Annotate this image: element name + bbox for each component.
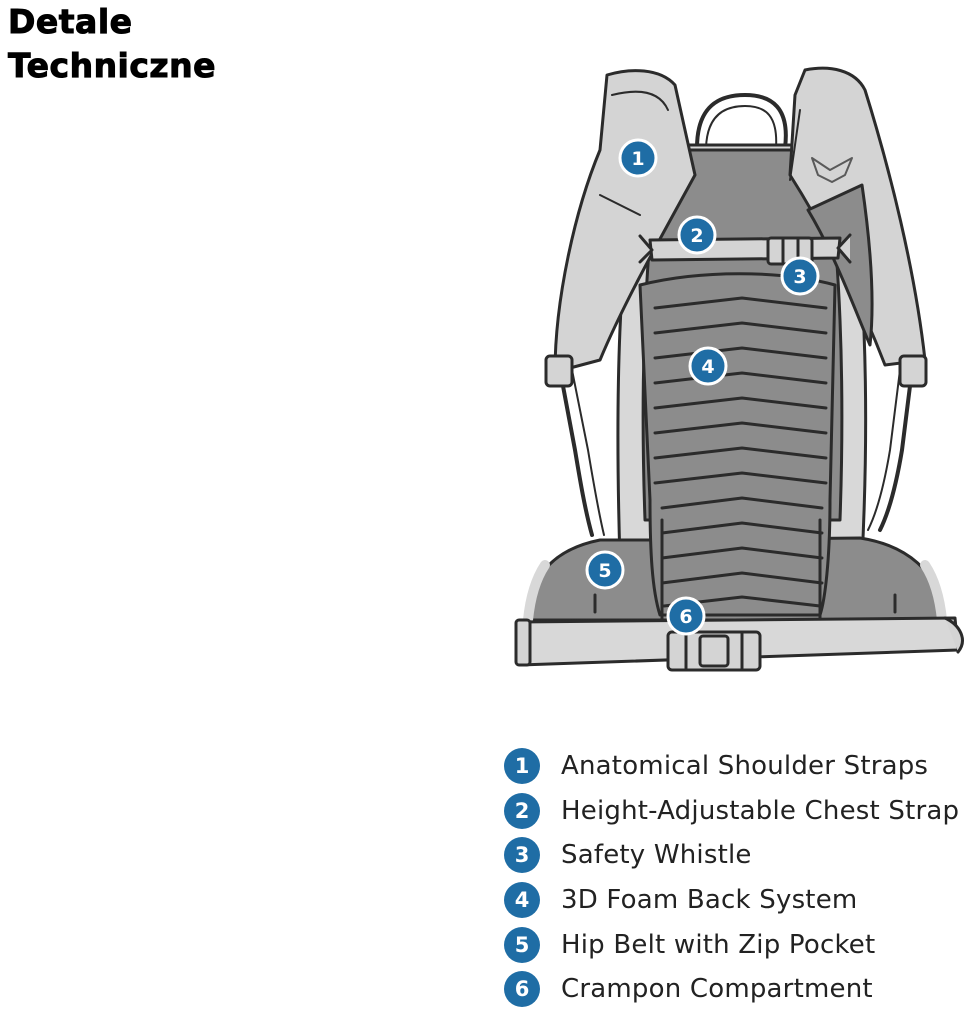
- legend-label: Crampon Compartment: [561, 974, 873, 1005]
- legend-number-badge: 2: [504, 792, 540, 829]
- feature-legend: 1 Anatomical Shoulder Straps 2 Height-Ad…: [504, 744, 976, 1012]
- legend-number-badge: 4: [504, 882, 540, 919]
- marker-6: 6: [666, 596, 706, 636]
- marker-5: 5: [585, 550, 625, 590]
- marker-6-label: 6: [679, 606, 692, 628]
- title-line-2: Techniczne: [7, 46, 217, 86]
- legend-label: Anatomical Shoulder Straps: [561, 751, 929, 782]
- legend-number-badge: 5: [504, 926, 540, 963]
- marker-3-label: 3: [793, 266, 806, 288]
- page-title: Detale Techniczne: [7, 0, 217, 88]
- marker-4-label: 4: [701, 356, 714, 378]
- marker-2-label: 2: [690, 225, 703, 247]
- shoulder-strap-left: [553, 69, 697, 374]
- backpack-diagram: 1 2 3 4 5 6: [514, 66, 964, 672]
- title-line-1: Detale: [8, 2, 133, 42]
- legend-label: Height-Adjustable Chest Strap: [561, 795, 960, 826]
- marker-4: 4: [688, 346, 728, 386]
- diagram-markers: 1 2 3 4 5 6: [585, 138, 820, 636]
- backpack-illustration-icon: [514, 66, 964, 672]
- marker-2: 2: [677, 215, 717, 255]
- carry-handle: [695, 93, 788, 150]
- legend-label: 3D Foam Back System: [561, 885, 858, 916]
- legend-item: 5 Hip Belt with Zip Pocket: [504, 922, 976, 967]
- legend-item: 2 Height-Adjustable Chest Strap: [504, 789, 976, 834]
- legend-label: Hip Belt with Zip Pocket: [561, 929, 876, 960]
- legend-item: 3 Safety Whistle: [504, 833, 976, 878]
- marker-5-label: 5: [598, 560, 611, 582]
- legend-number-badge: 6: [504, 971, 540, 1008]
- legend-item: 4 3D Foam Back System: [504, 878, 976, 923]
- brand-logo: [811, 157, 853, 183]
- legend-item: 6 Crampon Compartment: [504, 967, 976, 1012]
- marker-1-label: 1: [631, 148, 644, 170]
- legend-number-badge: 1: [504, 748, 540, 785]
- legend-number-badge: 3: [504, 837, 540, 874]
- marker-3: 3: [780, 256, 820, 296]
- legend-label: Safety Whistle: [561, 840, 752, 871]
- marker-1: 1: [618, 138, 658, 178]
- legend-item: 1 Anatomical Shoulder Straps: [504, 744, 976, 789]
